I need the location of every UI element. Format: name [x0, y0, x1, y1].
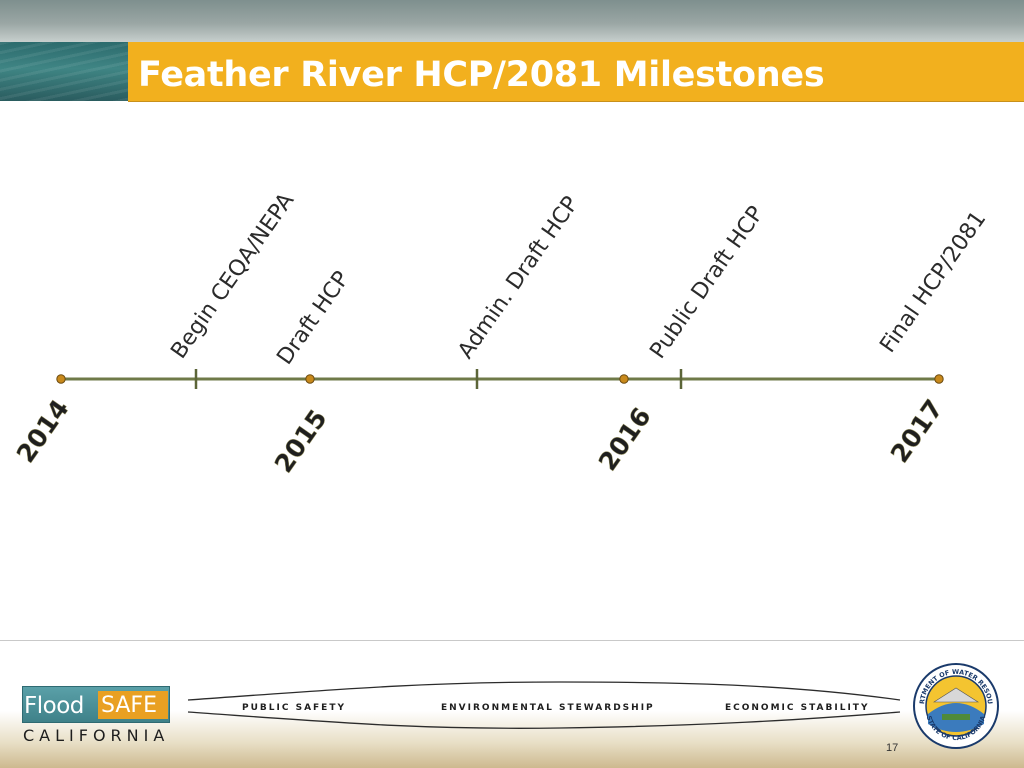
year-marker-2016	[619, 374, 629, 384]
pillar-environmental-stewardship: ENVIRONMENTAL STEWARDSHIP	[441, 703, 655, 713]
milestone-label: Begin CEQA/NEPA	[166, 189, 299, 364]
footer-band	[0, 641, 1024, 768]
footer-divider	[0, 640, 1024, 641]
slide-title: Feather River HCP/2081 Milestones	[138, 55, 825, 95]
footer-swoosh-lines	[187, 681, 901, 729]
year-label-2017: 2017	[885, 394, 949, 468]
floodsafe-logo-safe-bg	[98, 691, 168, 719]
milestone-label: Final HCP/2081	[875, 207, 991, 358]
pillar-public-safety: PUBLIC SAFETY	[242, 703, 346, 713]
year-label-2015: 2015	[269, 404, 333, 478]
water-image	[0, 42, 128, 101]
slide-number: 17	[886, 742, 899, 754]
year-label-2014: 2014	[11, 394, 75, 468]
dwr-seal: DEPARTMENT OF WATER RESOURCES STATE OF C…	[912, 662, 999, 749]
pillar-economic-stability: ECONOMIC STABILITY	[725, 703, 870, 713]
year-marker-2015	[305, 374, 315, 384]
floodsafe-logo-safe: SAFE	[101, 693, 157, 718]
year-label-2016: 2016	[593, 402, 657, 476]
floodsafe-logo-state: CALIFORNIA	[23, 726, 170, 745]
milestone-label: Draft HCP	[272, 267, 354, 370]
year-marker-2017	[934, 374, 944, 384]
title-bar	[128, 42, 1024, 102]
floodsafe-logo: Flood SAFE CALIFORNIA	[22, 686, 170, 746]
milestone-label: Public Draft HCP	[645, 202, 769, 364]
milestone-label: Admin. Draft HCP	[453, 192, 583, 363]
year-marker-2014	[56, 374, 66, 384]
floodsafe-logo-flood: Flood	[24, 693, 84, 719]
top-banner	[0, 0, 1024, 42]
